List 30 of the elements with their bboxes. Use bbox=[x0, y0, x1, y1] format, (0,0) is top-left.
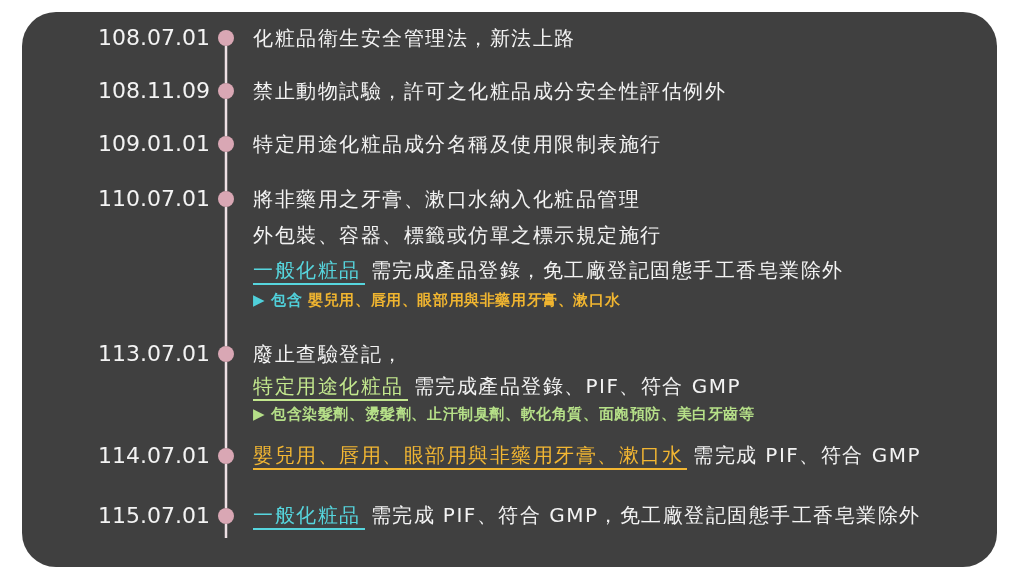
date-label: 108.11.09 bbox=[98, 77, 210, 105]
event-text: 需完成產品登錄，免工廠登記固態手工香皂業除外 bbox=[370, 257, 844, 283]
event-text: 特定用途化粧品成分名稱及使用限制表施行 bbox=[253, 131, 662, 157]
highlighted-term: 一般化粧品 bbox=[253, 502, 365, 530]
event-text: 禁止動物試驗，許可之化粧品成分安全性評估例外 bbox=[253, 78, 726, 104]
date-label: 114.07.01 bbox=[98, 442, 210, 470]
timeline-line bbox=[224, 207, 228, 346]
timeline-line bbox=[224, 152, 228, 191]
date-label: 109.01.01 bbox=[98, 130, 210, 158]
highlighted-term: 嬰兒用、唇用、眼部用與非藥用牙膏、漱口水 bbox=[253, 442, 687, 470]
timeline-line bbox=[224, 464, 228, 508]
event-text: 將非藥用之牙膏、漱口水納入化粧品管理 bbox=[253, 186, 640, 212]
date-label: 110.07.01 bbox=[98, 185, 210, 213]
note-text: ▶ 包含染髮劑、燙髮劑、止汗制臭劑、軟化角質、面皰預防、美白牙齒等 bbox=[253, 405, 755, 425]
date-label: 108.07.01 bbox=[98, 24, 210, 52]
timeline-line bbox=[224, 362, 228, 448]
event-text: 需完成產品登錄、PIF、符合 GMP bbox=[413, 373, 742, 399]
highlighted-term: 特定用途化粧品 bbox=[253, 373, 408, 401]
note-text: ▶ 包含 bbox=[253, 291, 303, 311]
date-label: 115.07.01 bbox=[98, 502, 210, 530]
event-text: 需完成 PIF、符合 GMP bbox=[693, 442, 921, 468]
date-label: 113.07.01 bbox=[98, 340, 210, 368]
highlighted-term: 一般化粧品 bbox=[253, 257, 365, 285]
note-text: 嬰兒用、唇用、眼部用與非藥用牙膏、漱口水 bbox=[308, 291, 621, 311]
event-text: 外包裝、容器、標籤或仿單之標示規定施行 bbox=[253, 222, 662, 248]
timeline-line bbox=[224, 99, 228, 136]
timeline-line bbox=[224, 46, 228, 83]
event-text: 需完成 PIF、符合 GMP，免工廠登記固態手工香皂業除外 bbox=[370, 502, 921, 528]
event-text: 廢止查驗登記， bbox=[253, 341, 404, 367]
event-text: 化粧品衛生安全管理法，新法上路 bbox=[253, 25, 576, 51]
